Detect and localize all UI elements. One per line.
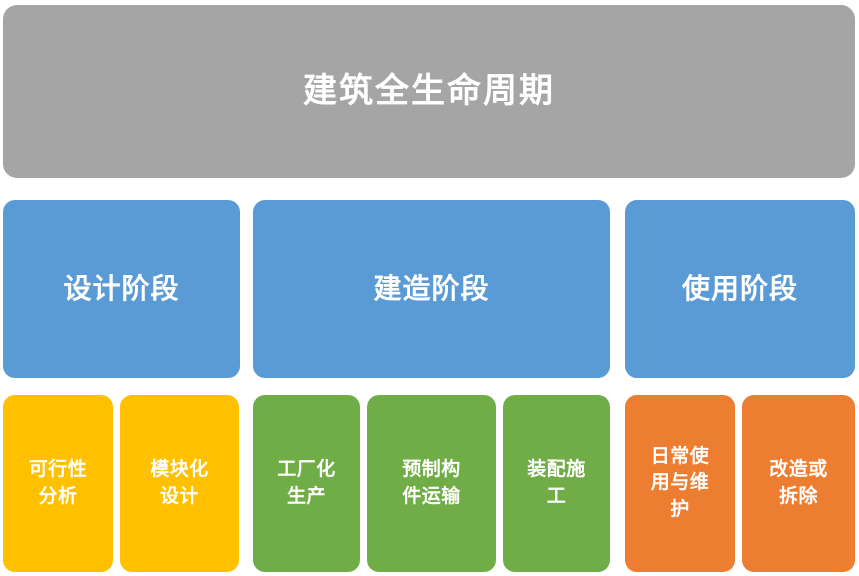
task-node-feasibility-analysis[interactable]: 可行性 分析 — [3, 395, 113, 572]
task-node-renovation-or-demolition[interactable]: 改造或 拆除 — [742, 395, 855, 572]
task-node-factory-production[interactable]: 工厂化 生产 — [253, 395, 360, 572]
task-node-modular-design[interactable]: 模块化 设计 — [120, 395, 239, 572]
task-node-assembly-construction[interactable]: 装配施 工 — [503, 395, 610, 572]
task-node-daily-use-and-maintenance[interactable]: 日常使 用与维 护 — [625, 395, 735, 572]
phase-node-construction[interactable]: 建造阶段 — [253, 200, 610, 378]
root-node-building-lifecycle[interactable]: 建筑全生命周期 — [3, 5, 855, 178]
phase-node-usage[interactable]: 使用阶段 — [625, 200, 855, 378]
task-node-prefab-component-transport[interactable]: 预制构 件运输 — [367, 395, 496, 572]
phase-node-design[interactable]: 设计阶段 — [3, 200, 240, 378]
